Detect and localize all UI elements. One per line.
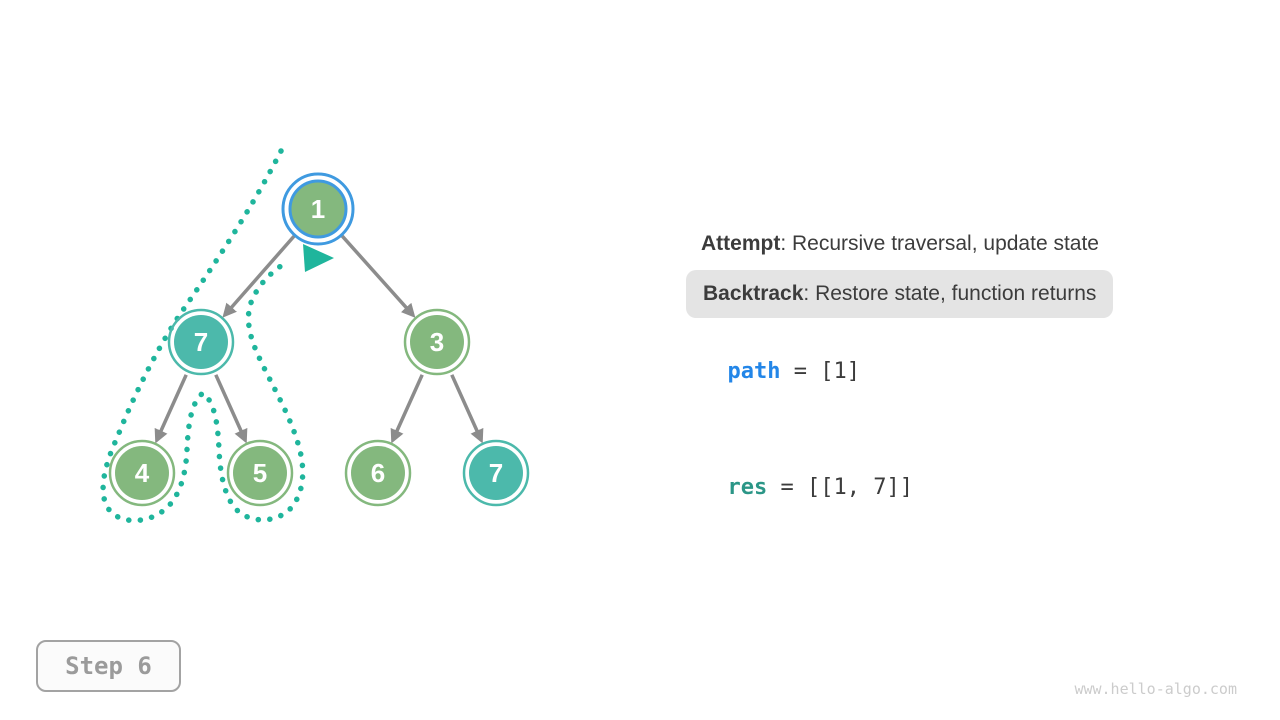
node-circle	[410, 315, 464, 369]
tree-node-1-active: 1	[281, 172, 355, 246]
tree-edge	[340, 234, 416, 318]
node-outer-ring	[167, 308, 235, 376]
node-circle	[469, 446, 523, 500]
attempt-text: : Recursive traversal, update state	[780, 232, 1099, 255]
tree-node-7: 7	[167, 308, 235, 376]
path-state-line: path = [1]	[701, 334, 860, 384]
attempt-legend-line: Attempt: Recursive traversal, update sta…	[701, 232, 1099, 256]
node-label: 1	[311, 194, 325, 224]
tree-edge	[450, 374, 484, 444]
node-circle	[115, 446, 169, 500]
trace-arrowhead-icon	[303, 244, 334, 272]
node-circle	[174, 315, 228, 369]
tree-edge	[390, 374, 424, 444]
backtrack-trace-path	[100, 148, 306, 524]
tree-node-4: 4	[108, 439, 176, 507]
node-circle	[288, 179, 348, 239]
tree-node-3: 3	[403, 308, 471, 376]
attempt-label: Attempt	[701, 232, 781, 255]
tree-nodes: 1 7 3 4 5 6 7	[108, 172, 530, 507]
tree-edge	[214, 374, 248, 444]
path-var: path	[727, 359, 781, 384]
node-circle	[233, 446, 287, 500]
node-label: 6	[371, 458, 385, 488]
tree-edges	[154, 234, 484, 444]
backtrack-legend-line-highlighted: Backtrack: Restore state, function retur…	[686, 270, 1114, 318]
backtrack-label: Backtrack	[703, 282, 804, 305]
res-value: = [[1, 7]]	[767, 475, 913, 500]
tree-edge	[154, 374, 188, 444]
tree-node-7: 7	[462, 439, 530, 507]
node-outer-ring	[281, 172, 355, 246]
watermark: www.hello-algo.com	[1074, 680, 1237, 698]
node-outer-ring	[344, 439, 412, 507]
node-label: 7	[489, 458, 503, 488]
binary-tree-diagram: 1 7 3 4 5 6 7	[100, 148, 530, 524]
tree-node-6: 6	[344, 439, 412, 507]
node-outer-ring	[226, 439, 294, 507]
res-state-line: res = [[1, 7]]	[701, 450, 913, 500]
node-circle	[351, 446, 405, 500]
node-outer-ring	[403, 308, 471, 376]
node-label: 5	[253, 458, 267, 488]
tree-edge	[222, 234, 296, 318]
tree-node-5: 5	[226, 439, 294, 507]
node-label: 7	[194, 327, 208, 357]
node-outer-ring	[108, 439, 176, 507]
backtrack-text: : Restore state, function returns	[803, 282, 1097, 305]
res-var: res	[727, 475, 768, 500]
node-label: 3	[430, 327, 444, 357]
node-label: 4	[135, 458, 150, 488]
path-value: = [1]	[780, 359, 860, 384]
step-badge: Step 6	[36, 640, 181, 692]
node-outer-ring	[462, 439, 530, 507]
